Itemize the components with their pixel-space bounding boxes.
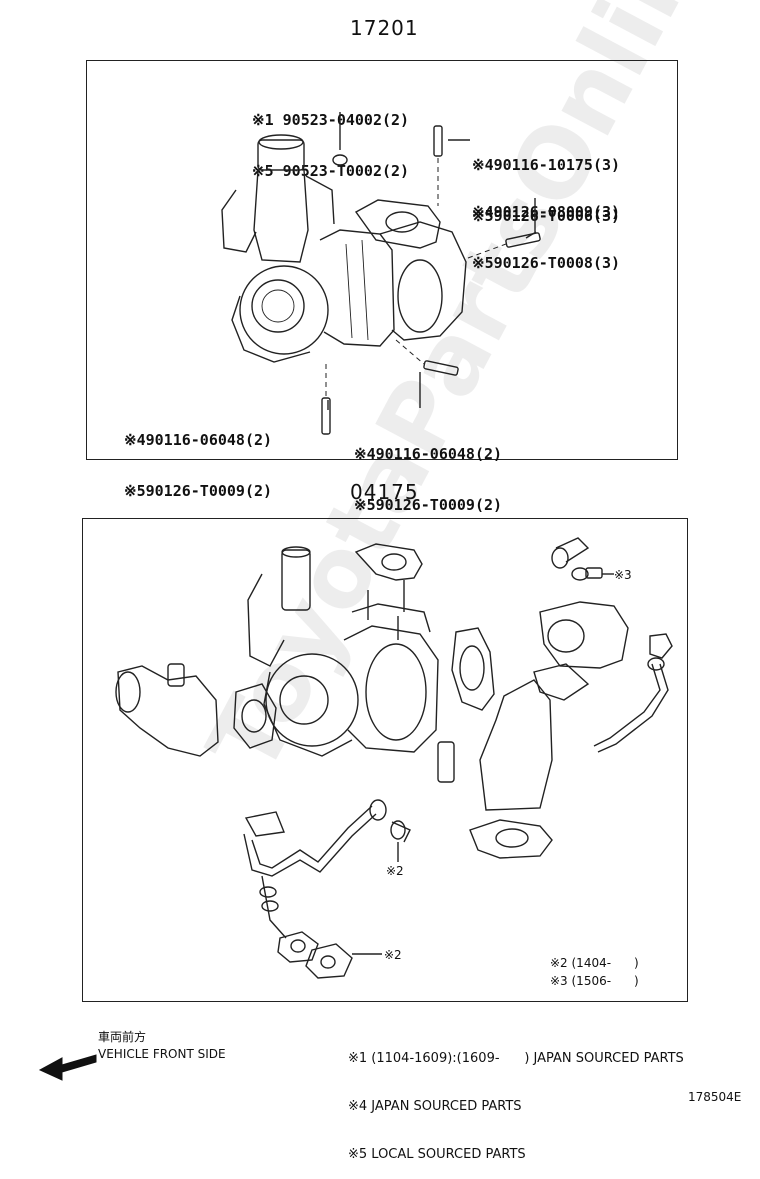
bottom-assembly-frame xyxy=(82,518,688,1002)
leader-lines xyxy=(327,112,537,410)
callout-stud-left-90116-06048[interactable]: ※490116-06048(2) ※590126-T0009(2) xyxy=(124,398,272,517)
turbocharger-exploded[interactable] xyxy=(115,537,673,979)
marker-2-union: ※2 xyxy=(386,864,404,878)
callout-line: ※590126-T0009(2) xyxy=(124,482,273,500)
direction-japanese: 車両前方 xyxy=(98,1030,147,1044)
top-assembly-frame xyxy=(86,60,678,460)
callout-line: ※1 90523-04002(2) xyxy=(252,111,410,129)
callout-stud-90116-10175[interactable]: ※490116-10175(3) ※590126-T0006(3) xyxy=(472,123,620,242)
callout-line: ※590126-T0008(3) xyxy=(472,254,621,272)
callout-line: ※490126-08009(3) xyxy=(472,203,621,221)
callout-bolt-90523[interactable]: ※1 90523-04002(2) ※5 90523-T0002(2) xyxy=(252,78,409,197)
legend-line: ※5 LOCAL SOURCED PARTS xyxy=(348,1147,526,1162)
dashed-guides xyxy=(325,158,507,398)
applicability-3: ※3 (1506- ) xyxy=(550,974,639,988)
marker-2-gasket: ※2 xyxy=(384,948,402,962)
bottom-leader-lines xyxy=(352,573,614,955)
part-number-04175[interactable]: 04175 xyxy=(350,480,419,504)
callout-stud-90126-08009[interactable]: ※490126-08009(3) ※590126-T0008(3) xyxy=(472,170,620,289)
callout-stud-right-90116-06048[interactable]: ※490116-06048(2) ※590126-T0009(2) xyxy=(354,412,502,531)
direction-english: VEHICLE FRONT SIDE xyxy=(98,1047,226,1061)
vehicle-front-arrow-icon xyxy=(38,1054,97,1081)
applicability-2: ※2 (1404- ) xyxy=(550,956,639,970)
callout-line: ※590126-T0006(3) xyxy=(472,207,621,225)
figure-id: 178504E xyxy=(688,1090,742,1104)
turbocharger-assembly[interactable] xyxy=(221,125,541,435)
legend-line: ※1 (1104-1609):(1609- ) JAPAN SOURCED PA… xyxy=(348,1051,684,1066)
marker-3: ※3 xyxy=(614,568,632,582)
callout-line: ※490116-06048(2) xyxy=(124,431,273,449)
callout-line: ※490116-10175(3) xyxy=(472,156,621,174)
callout-line: ※590126-T0009(2) xyxy=(354,496,503,514)
diagram-drawing xyxy=(38,112,673,1081)
legend-line: ※4 JAPAN SOURCED PARTS xyxy=(348,1099,522,1114)
callout-line: ※490116-06048(2) xyxy=(354,445,503,463)
part-number-17201[interactable]: 17201 xyxy=(350,16,419,40)
